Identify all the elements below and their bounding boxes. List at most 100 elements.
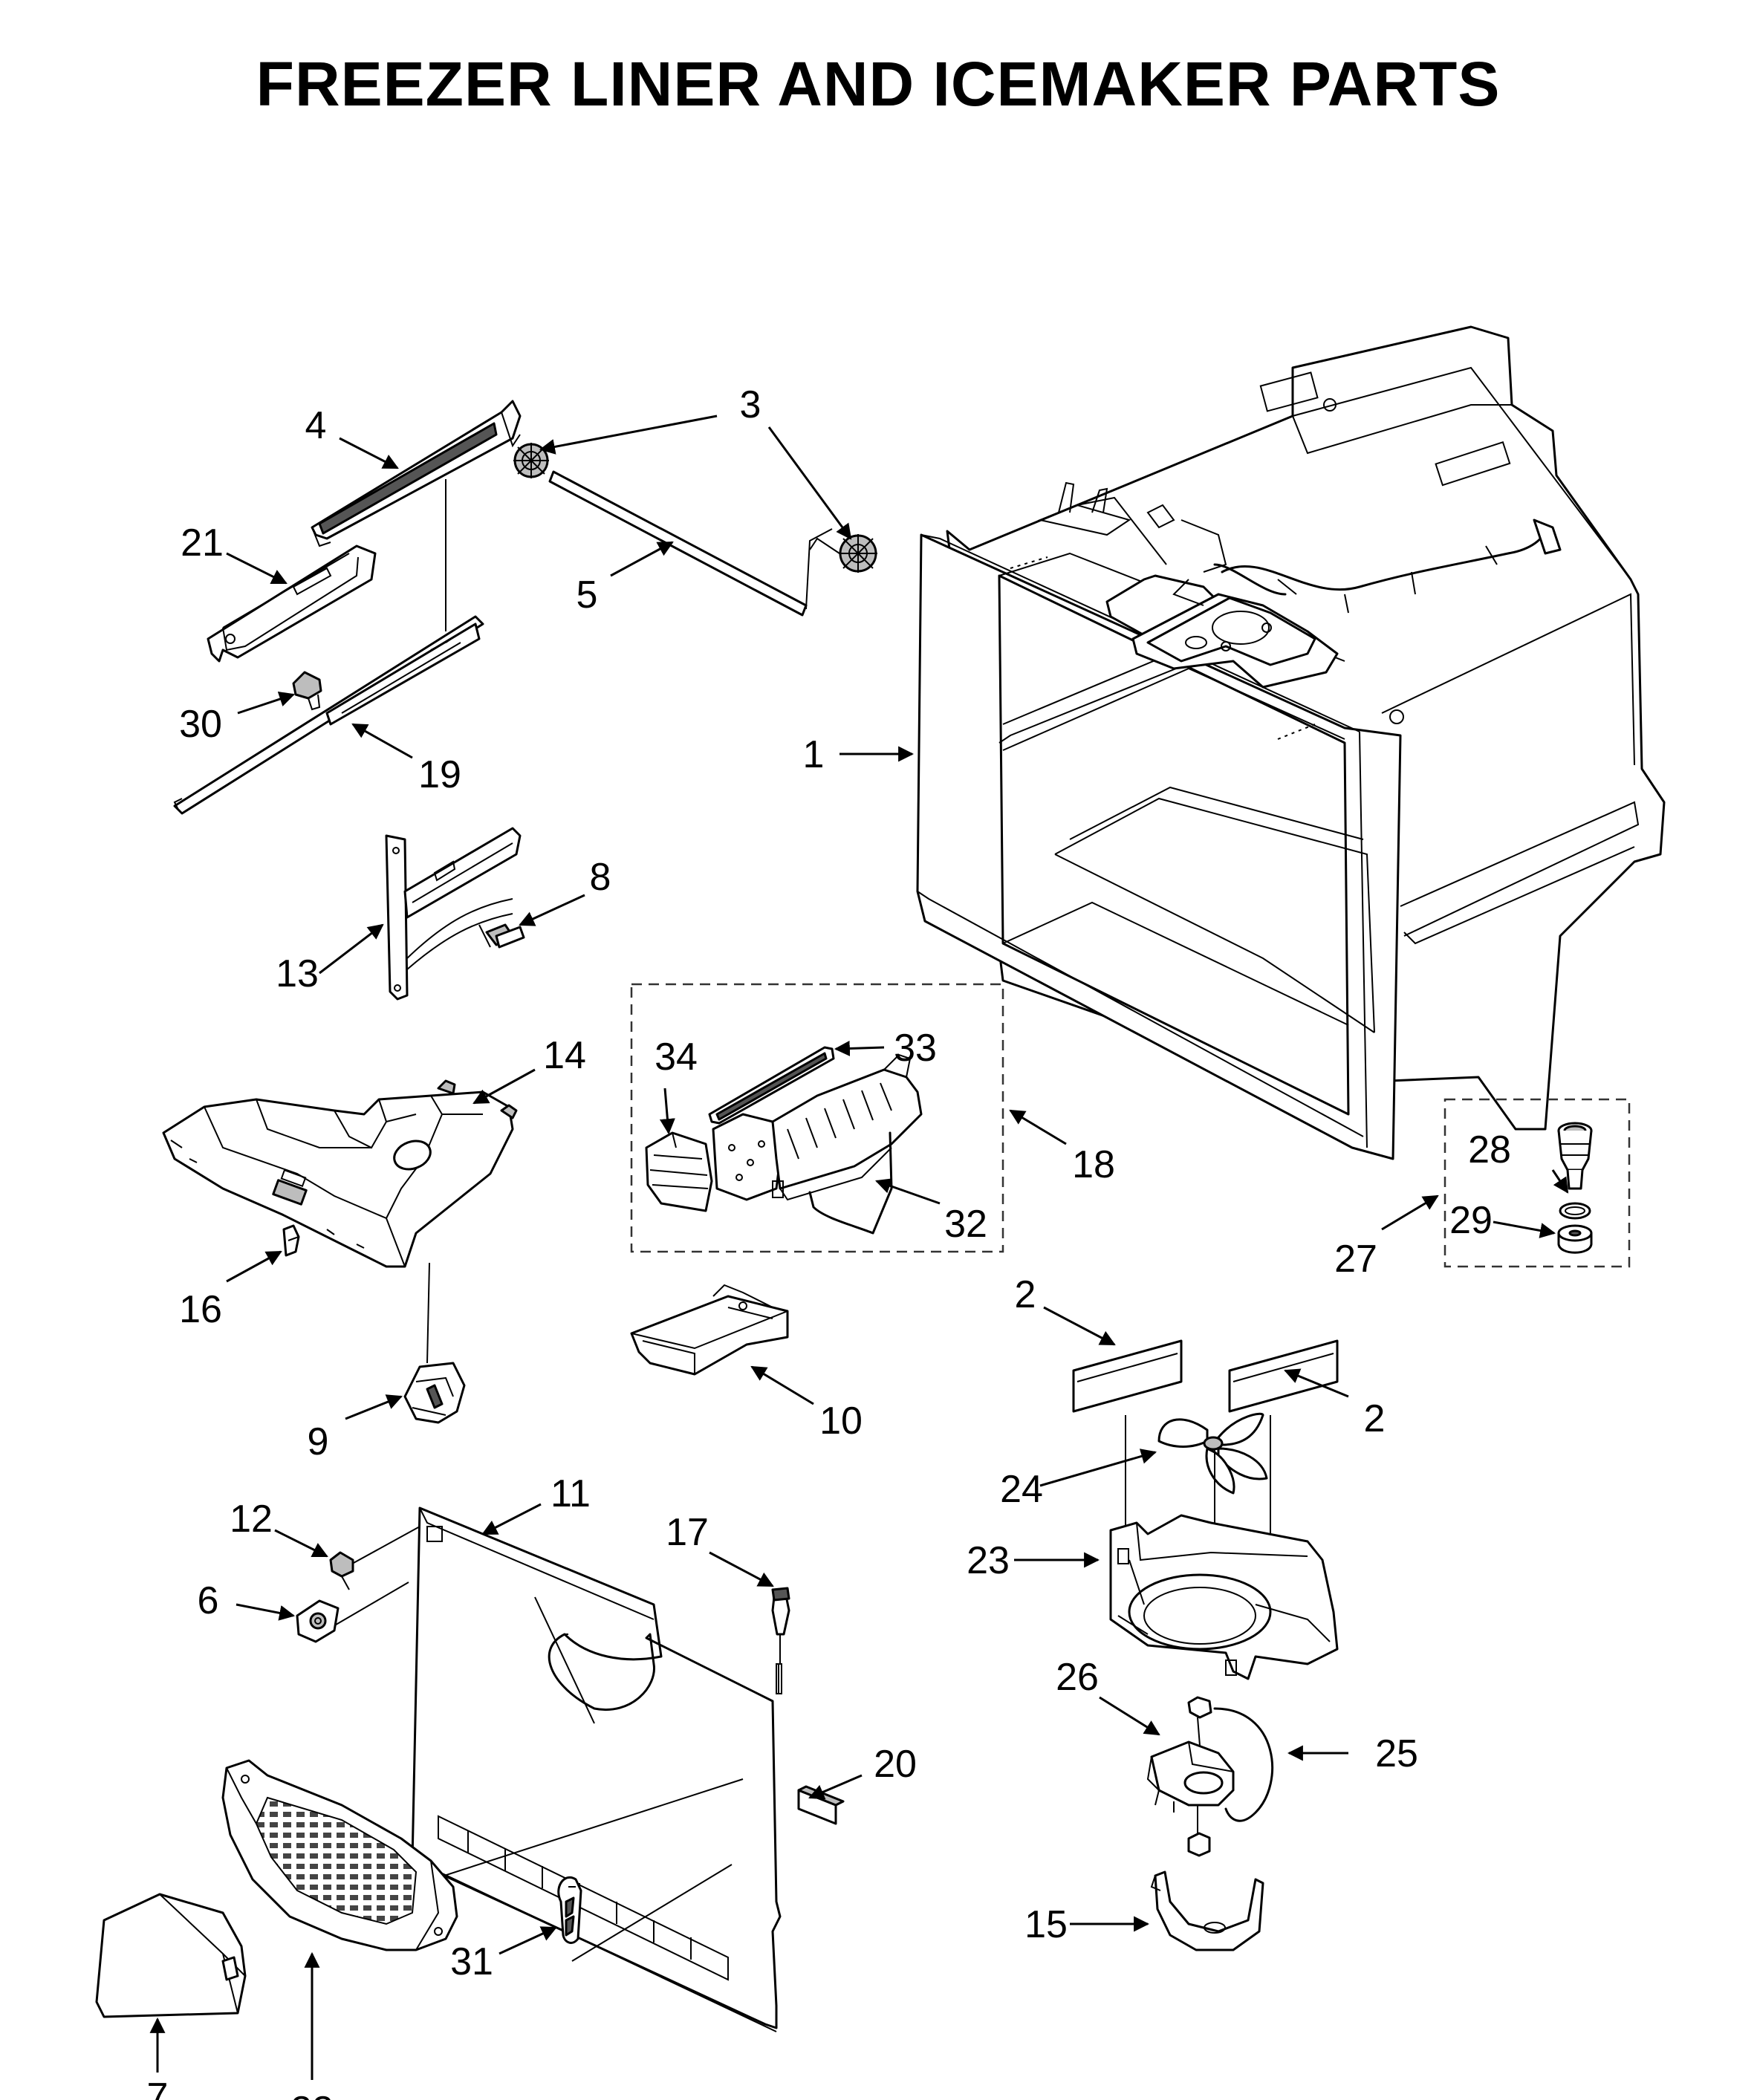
assembly-line-12 [345, 1526, 420, 1568]
callout-18: 18 [1072, 1143, 1115, 1186]
callout-15: 15 [1024, 1903, 1068, 1946]
leader-20 [808, 1774, 863, 1800]
callout-27: 27 [1334, 1238, 1377, 1281]
leader-8 [519, 894, 585, 926]
callout-3: 3 [740, 383, 761, 426]
motor-bracket-15 [1150, 1870, 1264, 1951]
leader-17 [709, 1551, 774, 1587]
callout-5: 5 [577, 573, 598, 617]
screw-12 [329, 1551, 354, 1590]
leader-11 [481, 1503, 542, 1535]
diagram-title: FREEZER LINER AND ICEMAKER PARTS [256, 49, 1501, 119]
fan-motor-wire-25 [1213, 1707, 1274, 1822]
callout-19: 19 [418, 753, 461, 796]
insulation-pad-2-left [1072, 1339, 1183, 1413]
washer-29 [1557, 1224, 1593, 1254]
leader-30 [237, 692, 295, 715]
drawer-slide-21 [207, 544, 377, 663]
screw-8 [478, 923, 525, 949]
leader-34 [659, 1088, 675, 1135]
callout-21: 21 [181, 521, 224, 565]
callout-6: 6 [198, 1579, 219, 1622]
leader-3a [539, 415, 718, 455]
callout-25: 25 [1375, 1732, 1418, 1775]
callout-4: 4 [305, 404, 327, 447]
leader-32 [875, 1178, 941, 1205]
fan-blade-24 [1157, 1412, 1268, 1495]
fitting-28 [1557, 1122, 1593, 1220]
callout-9: 9 [308, 1420, 329, 1463]
leader-6 [236, 1603, 296, 1621]
callout-20: 20 [874, 1743, 917, 1786]
switch-16 [282, 1224, 300, 1257]
fan-shroud-23 [1109, 1514, 1339, 1680]
air-duct-7 [95, 1893, 247, 2018]
callout-1: 1 [803, 733, 825, 776]
assembly-line-11-31 [571, 1864, 733, 1962]
leader-2b [1284, 1368, 1349, 1398]
leader-10 [750, 1365, 814, 1405]
callout-28: 28 [1468, 1128, 1511, 1171]
leader-16 [226, 1250, 282, 1283]
callout-7: 7 [147, 2075, 169, 2100]
callout-33: 33 [894, 1027, 937, 1070]
callout-29: 29 [1449, 1199, 1493, 1242]
callout-2-left: 2 [1015, 1273, 1036, 1316]
callout-labels: 1 2 2 3 4 5 6 7 8 9 10 11 12 13 14 15 16… [147, 383, 1511, 2100]
leader-24 [1039, 1449, 1157, 1487]
icemaker-kit-18-boundary [630, 983, 1004, 1253]
assembly-line-14-9 [426, 1262, 430, 1364]
leader-9 [345, 1394, 403, 1420]
ice-bin-14 [162, 1079, 518, 1268]
air-grille-22 [221, 1759, 458, 1951]
callout-34: 34 [655, 1036, 698, 1079]
callout-30: 30 [179, 703, 222, 746]
callout-23: 23 [967, 1539, 1010, 1582]
callout-24: 24 [1000, 1468, 1043, 1511]
callout-11: 11 [551, 1472, 591, 1515]
leader-5 [610, 541, 674, 577]
rail-bracket-13 [385, 827, 522, 1001]
leader-27 [1381, 1194, 1439, 1231]
callout-2-right: 2 [1364, 1397, 1386, 1440]
leader-3b [767, 426, 852, 540]
icemaker-34 [645, 1131, 713, 1212]
connecting-rod-5 [548, 470, 833, 617]
callout-8: 8 [590, 856, 611, 899]
leader-26 [1099, 1696, 1160, 1736]
wire-shutoff-arm-32 [808, 1131, 893, 1235]
screw-30 [292, 671, 322, 711]
gear-3-right [809, 534, 877, 573]
leader-29 [1493, 1220, 1556, 1238]
leader-4 [339, 437, 399, 469]
hinge-bracket-6 [296, 1599, 340, 1643]
leader-13 [319, 923, 384, 975]
drawer-rail-4 [311, 400, 522, 547]
clip-31 [557, 1876, 582, 1944]
drawer-slide-19 [173, 615, 484, 815]
callout-13: 13 [276, 952, 319, 995]
auger-motor-9 [403, 1362, 466, 1424]
callout-17: 17 [666, 1511, 709, 1554]
leader-31 [498, 1926, 557, 1955]
leader-33 [834, 1040, 885, 1056]
icemaker-harness-33 [708, 1046, 835, 1125]
leader-lines [149, 415, 1569, 2080]
callout-26: 26 [1056, 1656, 1099, 1699]
leader-2a [1043, 1306, 1116, 1346]
ice-tray-10 [630, 1284, 789, 1376]
leader-18 [1009, 1109, 1067, 1145]
freezer-liner [916, 325, 1666, 1160]
water-fitting-kit-27-boundary [1443, 1098, 1631, 1268]
icemaker-head-assembly [712, 1053, 923, 1201]
callout-31: 31 [450, 1940, 493, 1983]
leader-21 [226, 552, 288, 585]
leader-19 [351, 723, 413, 759]
callout-16: 16 [179, 1288, 222, 1331]
leader-12 [274, 1529, 328, 1558]
fan-motor-26 [1146, 1696, 1235, 1857]
leader-14 [472, 1068, 536, 1105]
callout-10: 10 [819, 1400, 863, 1443]
callout-22: 22 [290, 2089, 334, 2100]
